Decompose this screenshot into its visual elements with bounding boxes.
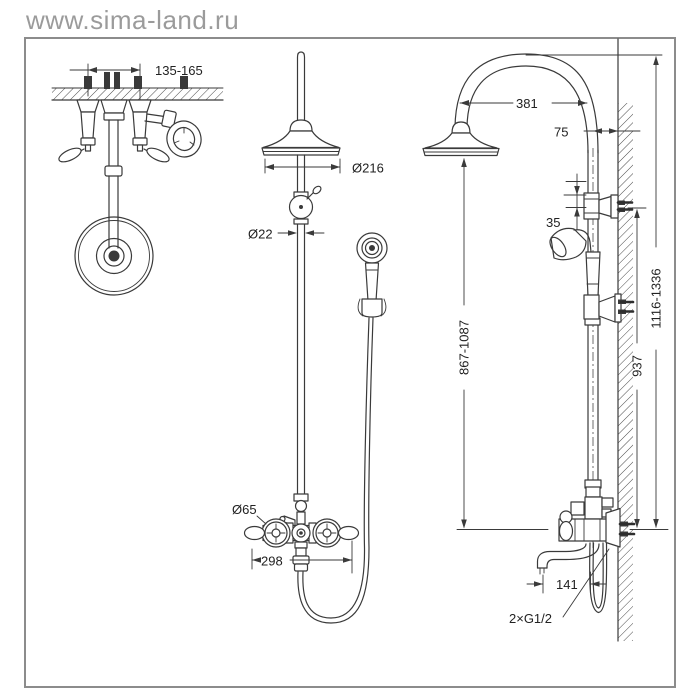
dim-label-wall-offset: 75	[554, 125, 568, 140]
side-shower-arc	[454, 53, 599, 154]
side-lower-bracket	[583, 293, 635, 323]
dim-label-spout-reach: 141	[556, 577, 578, 592]
side-rain-head	[422, 121, 500, 157]
plan-rain-head	[74, 216, 154, 296]
dim-label-bracket-offset: 35	[546, 215, 560, 230]
plan-hand-shower	[144, 109, 202, 158]
dim-total-height: 1116-1336	[525, 54, 664, 528]
front-riser-top	[296, 51, 306, 131]
dim-label-bracket-height: 937	[630, 355, 645, 377]
plan-wall-section	[51, 72, 224, 101]
label-connection-thread: 2×G1/2	[509, 548, 610, 626]
dim-body-width: 298	[251, 540, 353, 574]
side-view: 381 75	[422, 38, 669, 642]
front-rain-head	[261, 119, 341, 156]
dim-arm-reach: 381	[459, 96, 588, 111]
drawing-border	[24, 37, 676, 688]
front-ball-joint	[288, 185, 322, 225]
dim-mount-spacing: 135-165	[69, 63, 203, 117]
dim-label-head-diameter: Ø216	[352, 161, 384, 176]
dim-label-body-width: 298	[261, 554, 283, 569]
dim-label-handle-diameter: Ø65	[232, 502, 257, 517]
front-shower-hose	[297, 317, 374, 624]
front-mixer-body	[243, 493, 360, 572]
dim-pipe-diameter: Ø22	[248, 227, 325, 242]
plan-valve-right	[128, 99, 170, 163]
side-hand-shower	[549, 227, 601, 297]
plan-valve-left	[58, 99, 100, 163]
watermark-text: www.sima-land.ru	[26, 5, 240, 35]
dim-spout-reach: 141	[526, 571, 607, 594]
plan-center-tee	[100, 99, 128, 249]
dim-label-pipe-diameter: Ø22	[248, 227, 273, 242]
dim-label-mount-spacing: 135-165	[155, 63, 203, 78]
side-upper-bracket	[583, 192, 634, 220]
dim-head-height: 867-1087	[457, 158, 472, 529]
dim-head-diameter: Ø216	[264, 158, 384, 176]
front-view: Ø216 Ø22	[232, 51, 388, 624]
front-hand-shower	[356, 232, 388, 318]
plan-view: 135-165	[51, 63, 224, 296]
side-wall-section	[617, 38, 633, 642]
dim-handle-diameter: Ø65	[232, 502, 267, 525]
dim-label-total-height: 1116-1336	[649, 268, 664, 328]
dim-label-arm-reach: 381	[516, 96, 538, 111]
dim-bracket-offset: 35	[546, 173, 587, 230]
dim-wall-offset: 75	[554, 125, 641, 140]
dim-label-connection-thread: 2×G1/2	[509, 611, 552, 626]
side-shower-hose	[589, 542, 608, 614]
side-mixer-body	[558, 486, 636, 548]
side-spout	[536, 543, 600, 575]
dim-bracket-height: 937	[627, 207, 647, 528]
dim-label-head-height: 867-1087	[457, 320, 472, 375]
